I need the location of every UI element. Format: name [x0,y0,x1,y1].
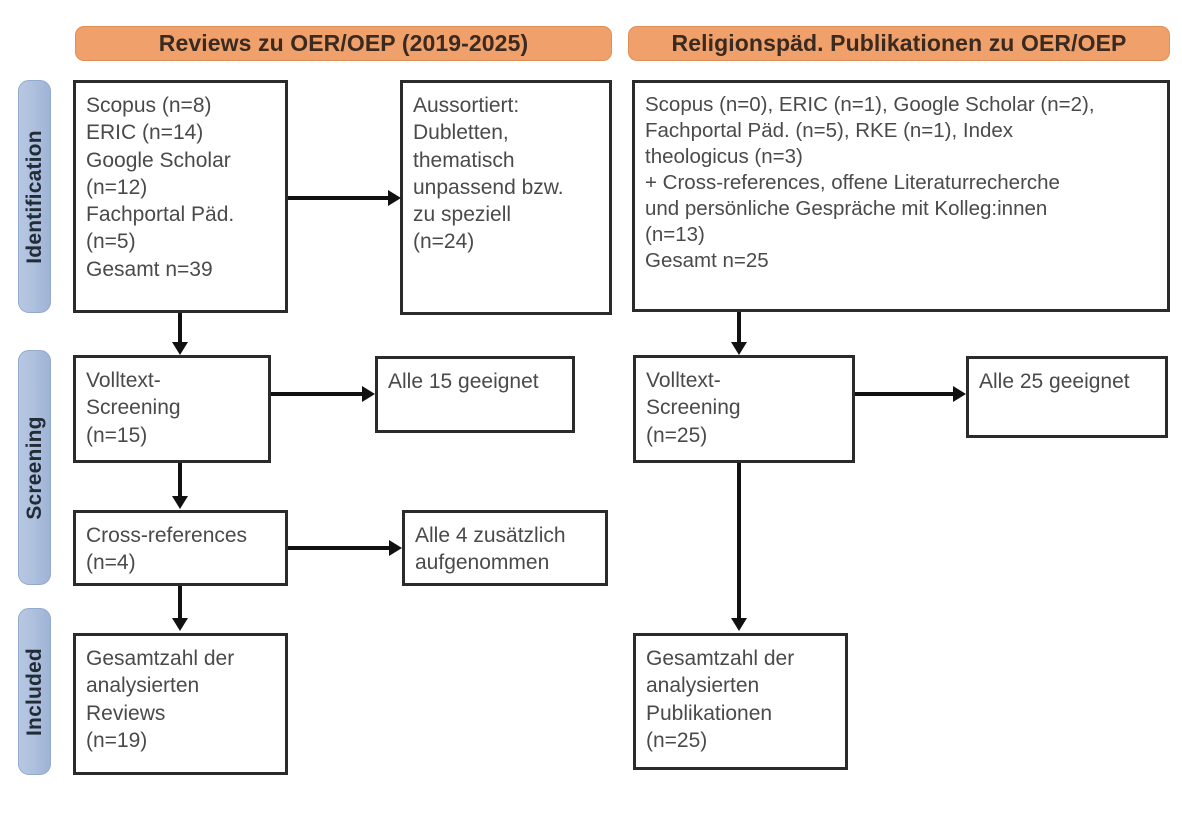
stage-label-included: Included [22,647,46,736]
box-right-all-suitable: Alle 25 geeignet [966,356,1168,438]
stage-pill-included: Included [18,608,51,775]
stage-pill-screening: Screening [18,350,51,585]
arrowhead-right-screening-to-included [731,618,747,631]
box-left-cross-references: Cross-references (n=4) [73,510,288,586]
box-right-fulltext-screening-text: Volltext- Screening (n=25) [646,369,741,447]
box-left-included-total-text: Gesamtzahl der analysierten Reviews (n=1… [86,647,235,752]
column-header-reviews: Reviews zu OER/OEP (2019-2025) [75,26,612,61]
connector-left-identification-to-screening [178,313,182,343]
arrowhead-left-crossref-to-added [389,540,402,556]
box-right-included-total-text: Gesamtzahl der analysierten Publikatione… [646,647,795,752]
arrowhead-left-identification-to-screening [172,342,188,355]
box-left-excluded: Aussortiert: Dubletten, thematisch unpas… [400,80,612,315]
column-header-religionspaed-label: Religionspäd. Publikationen zu OER/OEP [671,30,1127,56]
box-left-fulltext-screening-text: Volltext- Screening (n=15) [86,369,181,447]
box-right-identification-sources: Scopus (n=0), ERIC (n=1), Google Scholar… [632,80,1170,312]
arrowhead-left-screening-to-suitable [362,386,375,402]
connector-right-identification-to-screening [737,312,741,343]
box-left-cross-references-added-text: Alle 4 zusätzlich aufgenommen [415,524,566,575]
column-header-reviews-label: Reviews zu OER/OEP (2019-2025) [158,30,529,56]
box-left-excluded-text: Aussortiert: Dubletten, thematisch unpas… [413,94,564,254]
box-left-fulltext-screening: Volltext- Screening (n=15) [73,355,271,463]
box-right-included-total: Gesamtzahl der analysierten Publikatione… [633,633,848,770]
connector-left-screening-to-suitable [271,392,363,396]
connector-right-screening-to-included [737,463,741,619]
box-left-all-suitable-text: Alle 15 geeignet [388,370,539,393]
arrowhead-right-identification-to-screening [731,342,747,355]
connector-left-crossref-to-included [178,586,182,619]
arrowhead-left-crossref-to-included [172,618,188,631]
box-left-included-total: Gesamtzahl der analysierten Reviews (n=1… [73,633,288,775]
stage-pill-identification: Identification [18,80,51,313]
arrowhead-left-screening-to-crossref [172,496,188,509]
box-right-identification-sources-text: Scopus (n=0), ERIC (n=1), Google Scholar… [645,93,1095,273]
stage-label-screening: Screening [22,415,46,520]
box-left-cross-references-text: Cross-references (n=4) [86,524,248,575]
connector-left-screening-to-crossref [178,463,182,497]
connector-right-screening-to-suitable [855,392,954,396]
connector-left-crossref-to-added [288,546,390,550]
box-left-identification-sources: Scopus (n=8) ERIC (n=14) Google Scholar … [73,80,288,313]
arrowhead-right-screening-to-suitable [953,386,966,402]
stage-label-identification: Identification [22,129,46,264]
column-header-religionspaed: Religionspäd. Publikationen zu OER/OEP [628,26,1170,61]
connector-left-identification-to-excluded [288,196,388,200]
arrowhead-left-identification-to-excluded [388,190,401,206]
box-right-fulltext-screening: Volltext- Screening (n=25) [633,355,855,463]
box-left-cross-references-added: Alle 4 zusätzlich aufgenommen [402,510,608,586]
box-right-all-suitable-text: Alle 25 geeignet [979,370,1130,393]
box-left-identification-sources-text: Scopus (n=8) ERIC (n=14) Google Scholar … [86,94,235,281]
box-left-all-suitable: Alle 15 geeignet [375,356,575,433]
